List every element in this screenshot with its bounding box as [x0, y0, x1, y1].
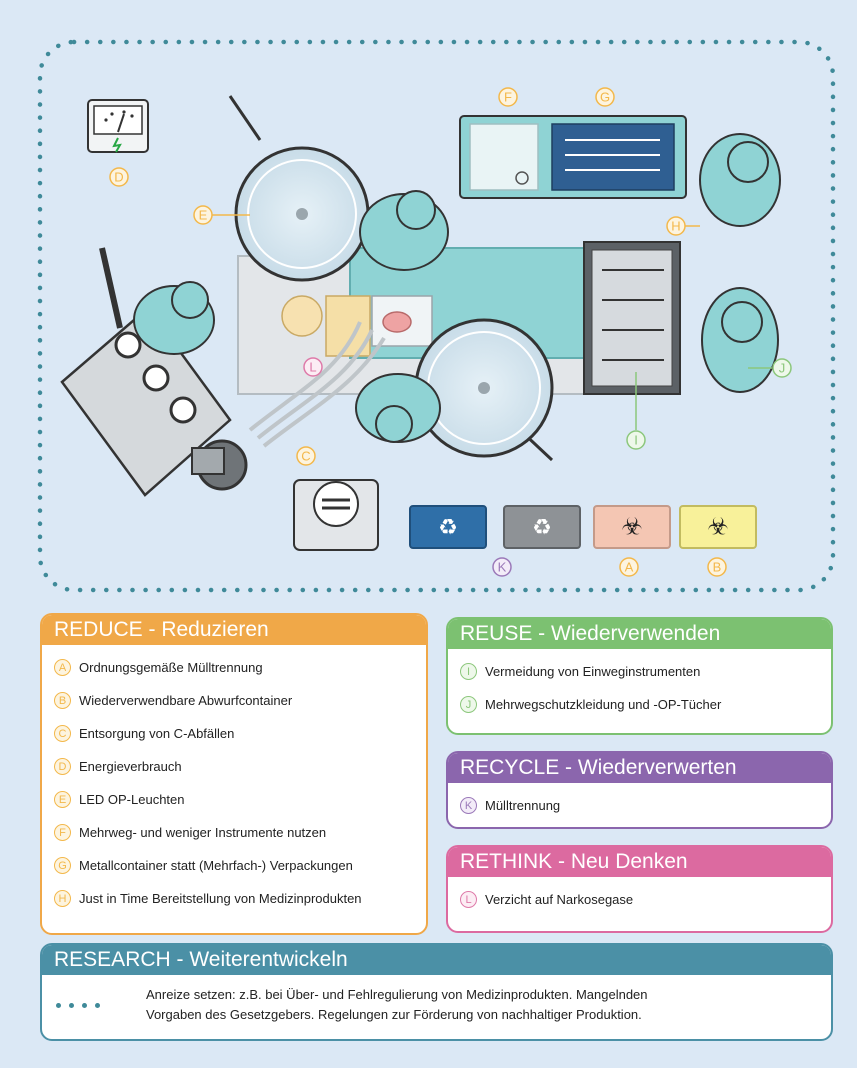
recycle-title: RECYCLE - Wiederverwerten [448, 753, 831, 783]
marker-k-badge: K [460, 797, 477, 814]
marker-k: K [492, 557, 512, 577]
marker-l-badge: L [460, 891, 477, 908]
biohazard-icon-yellow: ☣ [679, 505, 757, 549]
marker-c-badge: C [54, 725, 71, 742]
svg-text:♻: ♻ [532, 515, 552, 540]
reuse-item-j: J Mehrwegschutzkleidung und -OP-Tücher [460, 688, 819, 721]
energy-meter-icon [87, 99, 149, 153]
marker-c: C [296, 446, 316, 466]
svg-text:K: K [498, 560, 507, 575]
recycle-item-text: Mülltrennung [485, 798, 561, 813]
recycle-icon: ♻ [409, 505, 487, 549]
svg-text:L: L [309, 360, 316, 375]
reduce-item-text: Energieverbrauch [79, 759, 182, 774]
reduce-item-g: G Metallcontainer statt (Mehrfach-) Verp… [54, 849, 414, 882]
c-waste-container [293, 479, 379, 551]
operating-room-illustration: ♻ ♻ ☣ ☣ D E F G H L J [37, 39, 836, 593]
svg-text:E: E [199, 208, 208, 223]
marker-g-badge: G [54, 857, 71, 874]
svg-text:☣: ☣ [707, 514, 729, 541]
surgical-lamp-icon [228, 95, 370, 282]
reduce-title: REDUCE - Reduzieren [42, 615, 426, 645]
marker-a-badge: A [54, 659, 71, 676]
rethink-box: RETHINK - Neu Denken L Verzicht auf Nark… [446, 845, 833, 933]
reuse-item-i: I Vermeidung von Einweginstrumenten [460, 655, 819, 688]
research-line: Vorgaben des Gesetzgebers. Regelungen zu… [146, 1007, 642, 1022]
marker-g: G [595, 87, 615, 107]
marker-j-badge: J [460, 696, 477, 713]
research-title: RESEARCH - Weiterentwickeln [42, 945, 831, 975]
anaesthesia-machine [60, 247, 386, 497]
reduce-item-e: E LED OP-Leuchten [54, 783, 414, 816]
reduce-item-text: Entsorgung von C-Abfällen [79, 726, 235, 741]
svg-text:G: G [600, 90, 610, 105]
marker-e: E [193, 205, 213, 225]
instrument-tray-icon [459, 115, 687, 395]
marker-h-badge: H [54, 890, 71, 907]
dotted-line-icon [56, 1002, 126, 1008]
recycle-item-k: K Mülltrennung [460, 789, 819, 822]
reduce-item-text: Metallcontainer statt (Mehrfach-) Verpac… [79, 858, 353, 873]
marker-h: H [666, 216, 686, 236]
reduce-item-text: Mehrweg- und weniger Instrumente nutzen [79, 825, 327, 840]
marker-l: L [303, 357, 323, 377]
reduce-item-text: LED OP-Leuchten [79, 792, 185, 807]
marker-a: A [619, 557, 639, 577]
rethink-title: RETHINK - Neu Denken [448, 847, 831, 877]
marker-f-badge: F [54, 824, 71, 841]
rethink-item-text: Verzicht auf Narkosegase [485, 892, 634, 907]
marker-j: J [772, 358, 792, 378]
reduce-item-c: C Entsorgung von C-Abfällen [54, 717, 414, 750]
svg-text:☣: ☣ [621, 514, 643, 541]
research-line: Anreize setzen: z.B. bei Über- und Fehlr… [146, 987, 648, 1002]
reuse-title: REUSE - Wiederverwenden [448, 619, 831, 649]
reduce-item-d: D Energieverbrauch [54, 750, 414, 783]
reduce-item-a: A Ordnungsgemäße Mülltrennung [54, 651, 414, 684]
reduce-item-b: B Wiederverwendbare Abwurfcontainer [54, 684, 414, 717]
research-boundary [37, 39, 836, 593]
marker-d: D [109, 167, 129, 187]
marker-d-badge: D [54, 758, 71, 775]
reuse-item-text: Mehrwegschutzkleidung und -OP-Tücher [485, 697, 722, 712]
research-box: RESEARCH - Weiterentwickeln Anreize setz… [40, 943, 833, 1041]
marker-e-badge: E [54, 791, 71, 808]
recycle-box: RECYCLE - Wiederverwerten K Mülltrennung [446, 751, 833, 829]
rethink-item-l: L Verzicht auf Narkosegase [460, 883, 819, 916]
research-description: Anreize setzen: z.B. bei Über- und Fehlr… [146, 985, 648, 1025]
reduce-item-text: Wiederverwendbare Abwurfcontainer [79, 693, 293, 708]
svg-text:D: D [114, 170, 123, 185]
svg-text:A: A [625, 560, 634, 575]
svg-text:C: C [301, 449, 310, 464]
svg-text:♻: ♻ [438, 515, 458, 540]
marker-f: F [498, 87, 518, 107]
reuse-box: REUSE - Wiederverwenden I Vermeidung von… [446, 617, 833, 735]
biohazard-icon: ☣ [593, 505, 671, 549]
recycle-icon-gray: ♻ [503, 505, 581, 549]
reduce-item-text: Just in Time Bereitstellung von Medizinp… [79, 891, 362, 906]
marker-b-badge: B [54, 692, 71, 709]
svg-text:B: B [713, 560, 722, 575]
reduce-box: REDUCE - Reduzieren A Ordnungsgemäße Mül… [40, 613, 428, 935]
surgical-staff [133, 133, 781, 443]
svg-text:H: H [671, 219, 680, 234]
svg-text:J: J [779, 361, 786, 376]
reduce-item-f: F Mehrweg- und weniger Instrumente nutze… [54, 816, 414, 849]
reduce-item-text: Ordnungsgemäße Mülltrennung [79, 660, 263, 675]
reuse-item-text: Vermeidung von Einweginstrumenten [485, 664, 701, 679]
svg-text:I: I [634, 433, 638, 448]
marker-i: I [626, 430, 646, 450]
svg-text:F: F [504, 90, 512, 105]
surgical-lamp-icon-2 [414, 318, 554, 462]
marker-b: B [707, 557, 727, 577]
marker-i-badge: I [460, 663, 477, 680]
reduce-item-h: H Just in Time Bereitstellung von Medizi… [54, 882, 414, 915]
